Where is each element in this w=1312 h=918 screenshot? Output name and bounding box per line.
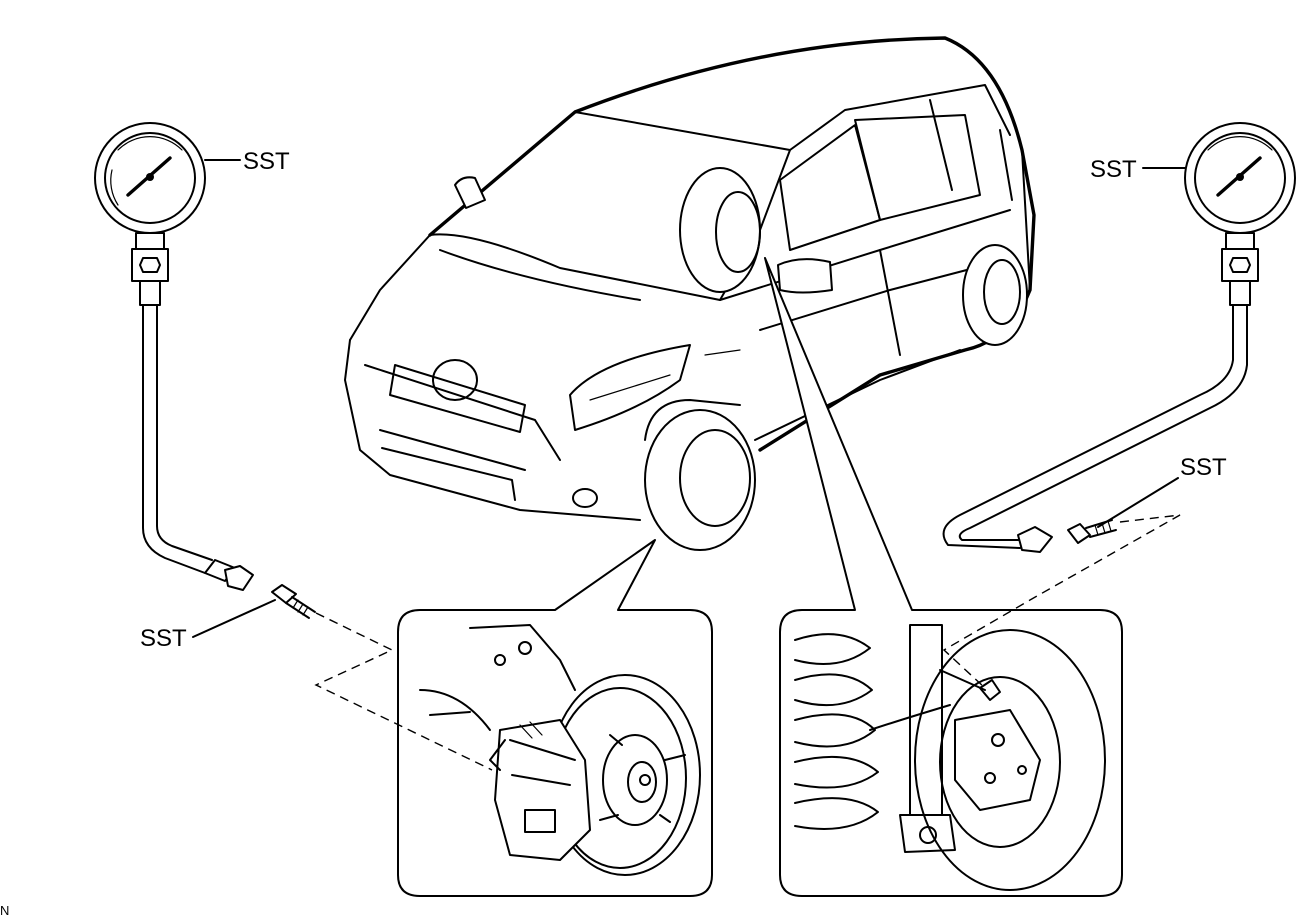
connection-lines [314, 514, 1181, 771]
car-illustration [344, 36, 1036, 551]
sst-label-adapter-right: SST [1180, 454, 1227, 481]
sst-label-gauge-left: SST [243, 148, 290, 175]
corner-mark: N [0, 903, 9, 918]
sst-label-adapter-left: SST [140, 625, 187, 652]
pressure-gauge-left [94, 122, 316, 619]
sst-labels: SST SST SST SST [140, 148, 1227, 652]
front-brake-inset [397, 539, 713, 897]
sst-label-gauge-right: SST [1090, 156, 1137, 183]
pressure-gauge-right [942, 122, 1296, 553]
rear-brake-inset [764, 257, 1123, 897]
